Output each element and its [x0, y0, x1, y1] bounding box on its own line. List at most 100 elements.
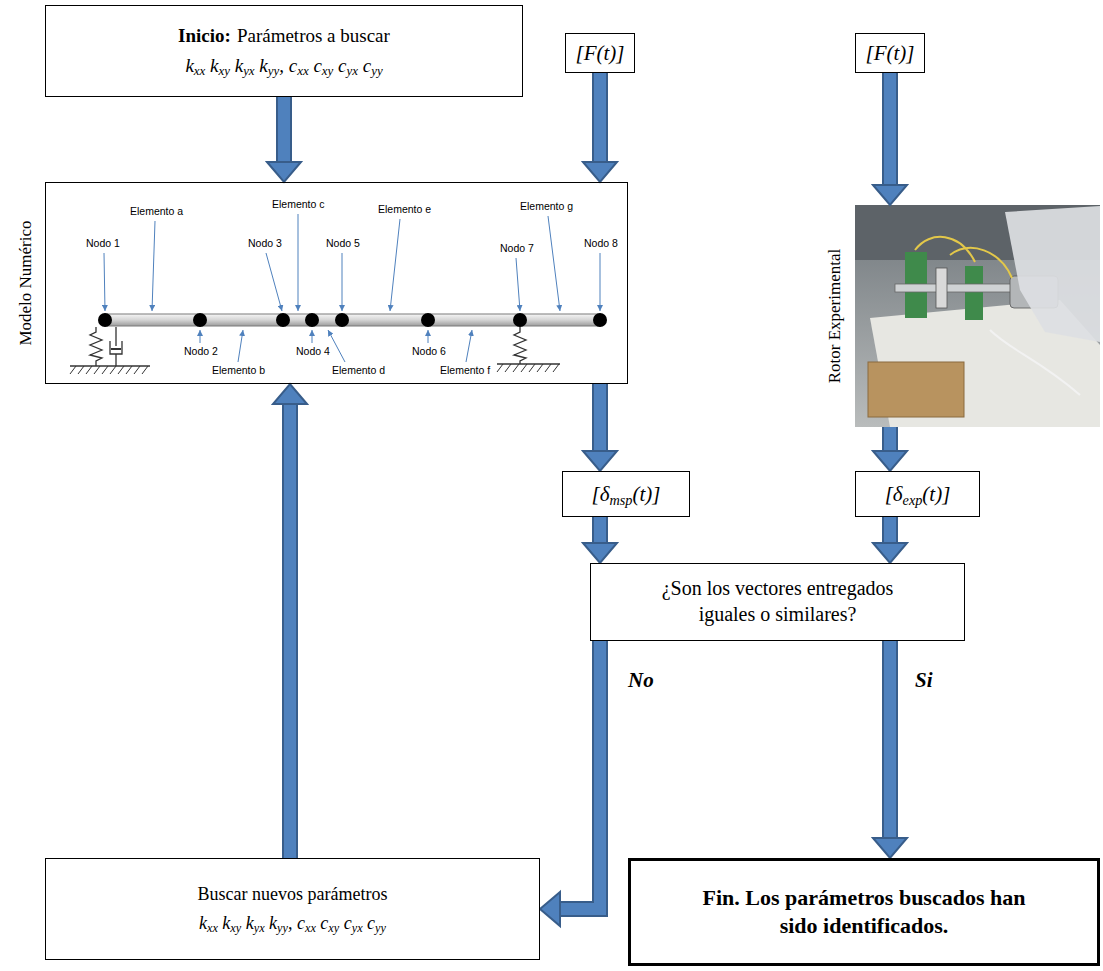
spring-symbol	[90, 327, 102, 366]
input-box: [F(t)]	[855, 33, 925, 73]
node-dot	[98, 313, 112, 327]
end-box: Fin. Los parámetros buscados han sido id…	[628, 858, 1100, 966]
node-dot	[276, 313, 290, 327]
subscript: xy	[328, 921, 339, 935]
spring-symbol	[514, 327, 526, 364]
subscript: yx	[254, 921, 265, 935]
block-arrow	[267, 97, 301, 182]
leader-line	[390, 219, 400, 311]
arrow-head	[873, 451, 907, 471]
part-label: Nodo 1	[86, 237, 120, 250]
subscript: xx	[194, 63, 205, 78]
arrow-head	[583, 451, 617, 471]
side-label: Modelo Numérico	[15, 220, 37, 345]
box-text: [δmsp(t)]	[592, 481, 661, 508]
part-label: Nodo 6	[412, 345, 446, 358]
node-dot	[193, 313, 207, 327]
block-arrow	[873, 517, 907, 563]
box-content: [δexp(t)]	[885, 481, 951, 508]
arrow-shaft-outline	[592, 384, 608, 452]
node-dot	[593, 313, 607, 327]
leader-line	[328, 330, 345, 362]
subscript: msp	[609, 491, 632, 507]
photo-shaft	[895, 284, 1020, 292]
photo-wires	[915, 237, 1012, 278]
subscript: xx	[297, 63, 308, 78]
arrow-head	[267, 162, 301, 182]
search-box: Buscar nuevos parámetroskxx kxy kyx kyy,…	[45, 858, 540, 960]
box-content: [F(t)]	[866, 40, 915, 67]
side-label: Rotor Experimental	[824, 249, 846, 384]
arrow-shaft-outline	[882, 641, 898, 839]
subscript: yy	[371, 63, 382, 78]
box-text: ¿Son los vectores entregados iguales o s…	[635, 576, 920, 627]
arrow-shaft	[884, 641, 896, 839]
block-arrow	[873, 73, 907, 205]
part-label: Nodo 5	[326, 237, 360, 250]
block-arrow	[583, 73, 617, 182]
node-dot	[513, 313, 527, 327]
subscript: xx	[207, 921, 218, 935]
arrow-shaft	[884, 427, 896, 452]
photo-cardboard-box	[868, 362, 964, 417]
arrow-head	[873, 543, 907, 563]
leader-line	[466, 330, 472, 362]
part-label: Elemento g	[520, 200, 573, 213]
arrow-head	[873, 838, 907, 858]
part-label: Elemento b	[212, 364, 265, 377]
arrow-shaft-outline	[592, 73, 608, 163]
arrow-shaft	[559, 641, 600, 909]
block-arrow	[273, 384, 307, 858]
ground-line	[70, 365, 150, 367]
rotor-photo	[855, 205, 1100, 427]
leader-lines	[104, 214, 600, 362]
subscript: yy	[375, 921, 386, 935]
subscript: yy	[268, 63, 279, 78]
experimental-rotor-photo: Rotor Experimental	[855, 205, 1100, 427]
subscript: xy	[322, 63, 333, 78]
ground-hatch	[497, 364, 559, 372]
damper-piston	[111, 348, 121, 350]
arrow-shaft	[278, 97, 290, 163]
part-label: Nodo 8	[584, 237, 618, 250]
box-text: Fin. Los parámetros buscados han sido id…	[694, 884, 1034, 940]
subscript: yy	[277, 921, 288, 935]
arrow-shaft	[884, 517, 896, 544]
part-label: Elemento f	[440, 364, 490, 377]
leader-line	[312, 330, 313, 343]
node-dot	[335, 313, 349, 327]
block-arrow	[873, 641, 907, 858]
box-text: kxx kxy kyx kyy, cxx cxy cyx cyy	[198, 912, 388, 935]
part-label: Nodo 3	[248, 237, 282, 250]
arrow-shaft	[594, 384, 606, 452]
ground-hatch	[70, 366, 148, 374]
leader-line	[342, 253, 343, 311]
part-label: Elemento a	[130, 205, 183, 218]
output-box: [δmsp(t)]	[562, 471, 690, 517]
leader-line	[516, 258, 520, 311]
arrow-shaft-outline	[276, 97, 292, 163]
subscript: yx	[347, 63, 358, 78]
subscript: exp	[903, 491, 923, 507]
arrow-head	[583, 543, 617, 563]
block-arrow	[583, 384, 617, 471]
arrow-shaft-outline	[282, 403, 298, 858]
photo-cable	[990, 330, 1080, 395]
input-box: [F(t)]	[565, 33, 635, 73]
box-content: Fin. Los parámetros buscados han sido id…	[694, 884, 1034, 940]
arrow-head	[583, 162, 617, 182]
arrow-shaft-outline	[882, 517, 898, 544]
box-content: [δmsp(t)]	[592, 481, 661, 508]
box-content: [F(t)]	[576, 40, 625, 67]
photo-disk	[936, 268, 947, 308]
arrow-head	[540, 892, 560, 926]
leader-line	[298, 214, 299, 311]
photo-plastic-cover	[1005, 206, 1100, 342]
node-dot	[305, 313, 319, 327]
arrow-shaft-outline	[592, 517, 608, 544]
box-text: [F(t)]	[866, 40, 915, 67]
subscript: xx	[305, 921, 316, 935]
photo-bearing-stand	[965, 266, 983, 320]
part-label: Nodo 2	[184, 345, 218, 358]
